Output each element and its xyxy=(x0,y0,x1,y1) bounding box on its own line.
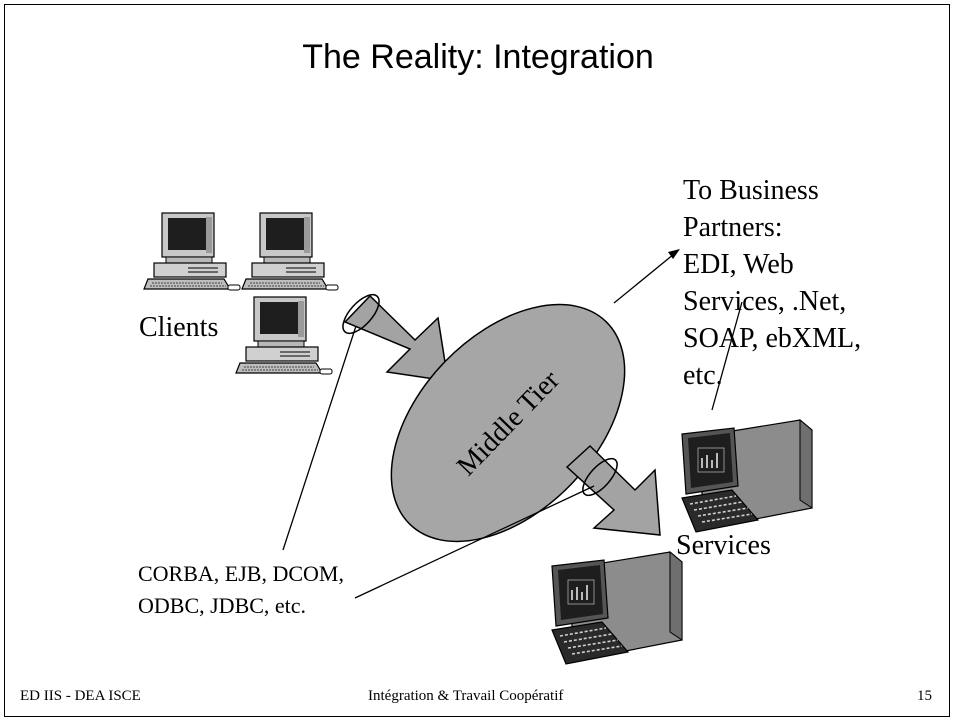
terminal-pointer-line xyxy=(711,301,743,411)
footer-subject: Intégration & Travail Coopératif xyxy=(368,688,564,704)
protocols-pointer-line xyxy=(282,325,357,551)
service-terminal-icon xyxy=(681,419,813,533)
partners-line: To Business xyxy=(683,175,819,206)
partners-arrowhead xyxy=(668,249,680,259)
partners-line: EDI, Web xyxy=(683,249,794,280)
client-computer-icon xyxy=(143,212,241,291)
partners-line: Services, .Net, xyxy=(683,286,847,317)
clients-label: Clients xyxy=(139,312,219,343)
protocols-line: CORBA, EJB, DCOM, xyxy=(138,561,344,586)
service-terminal-icon xyxy=(551,551,683,665)
partners-arrow-line xyxy=(613,253,675,304)
footer-course: ED IIS - DEA ISCE xyxy=(20,688,141,704)
partners-line: Partners: xyxy=(683,212,783,243)
services-label: Services xyxy=(676,530,771,561)
services-connection-ellipse xyxy=(582,457,618,497)
clients-to-middle-arrow xyxy=(343,294,449,382)
middle-to-services-arrow xyxy=(565,444,661,536)
protocols-label: CORBA, EJB, DCOM, ODBC, JDBC, etc. xyxy=(138,558,344,622)
protocols-line: ODBC, JDBC, etc. xyxy=(138,593,307,618)
protocols-pointer-line xyxy=(354,485,595,599)
client-computer-icon xyxy=(235,296,333,375)
slide-title: The Reality: Integration xyxy=(302,38,654,76)
page-number: 15 xyxy=(917,688,932,704)
client-computer-icon xyxy=(241,212,339,291)
partners-line: SOAP, ebXML, xyxy=(683,323,862,354)
middle-tier-ellipse xyxy=(390,303,626,543)
partners-line: etc. xyxy=(683,360,723,391)
business-partners-label: To Business Partners: EDI, Web Services,… xyxy=(683,172,923,394)
clients-connection-ellipse xyxy=(342,293,380,335)
